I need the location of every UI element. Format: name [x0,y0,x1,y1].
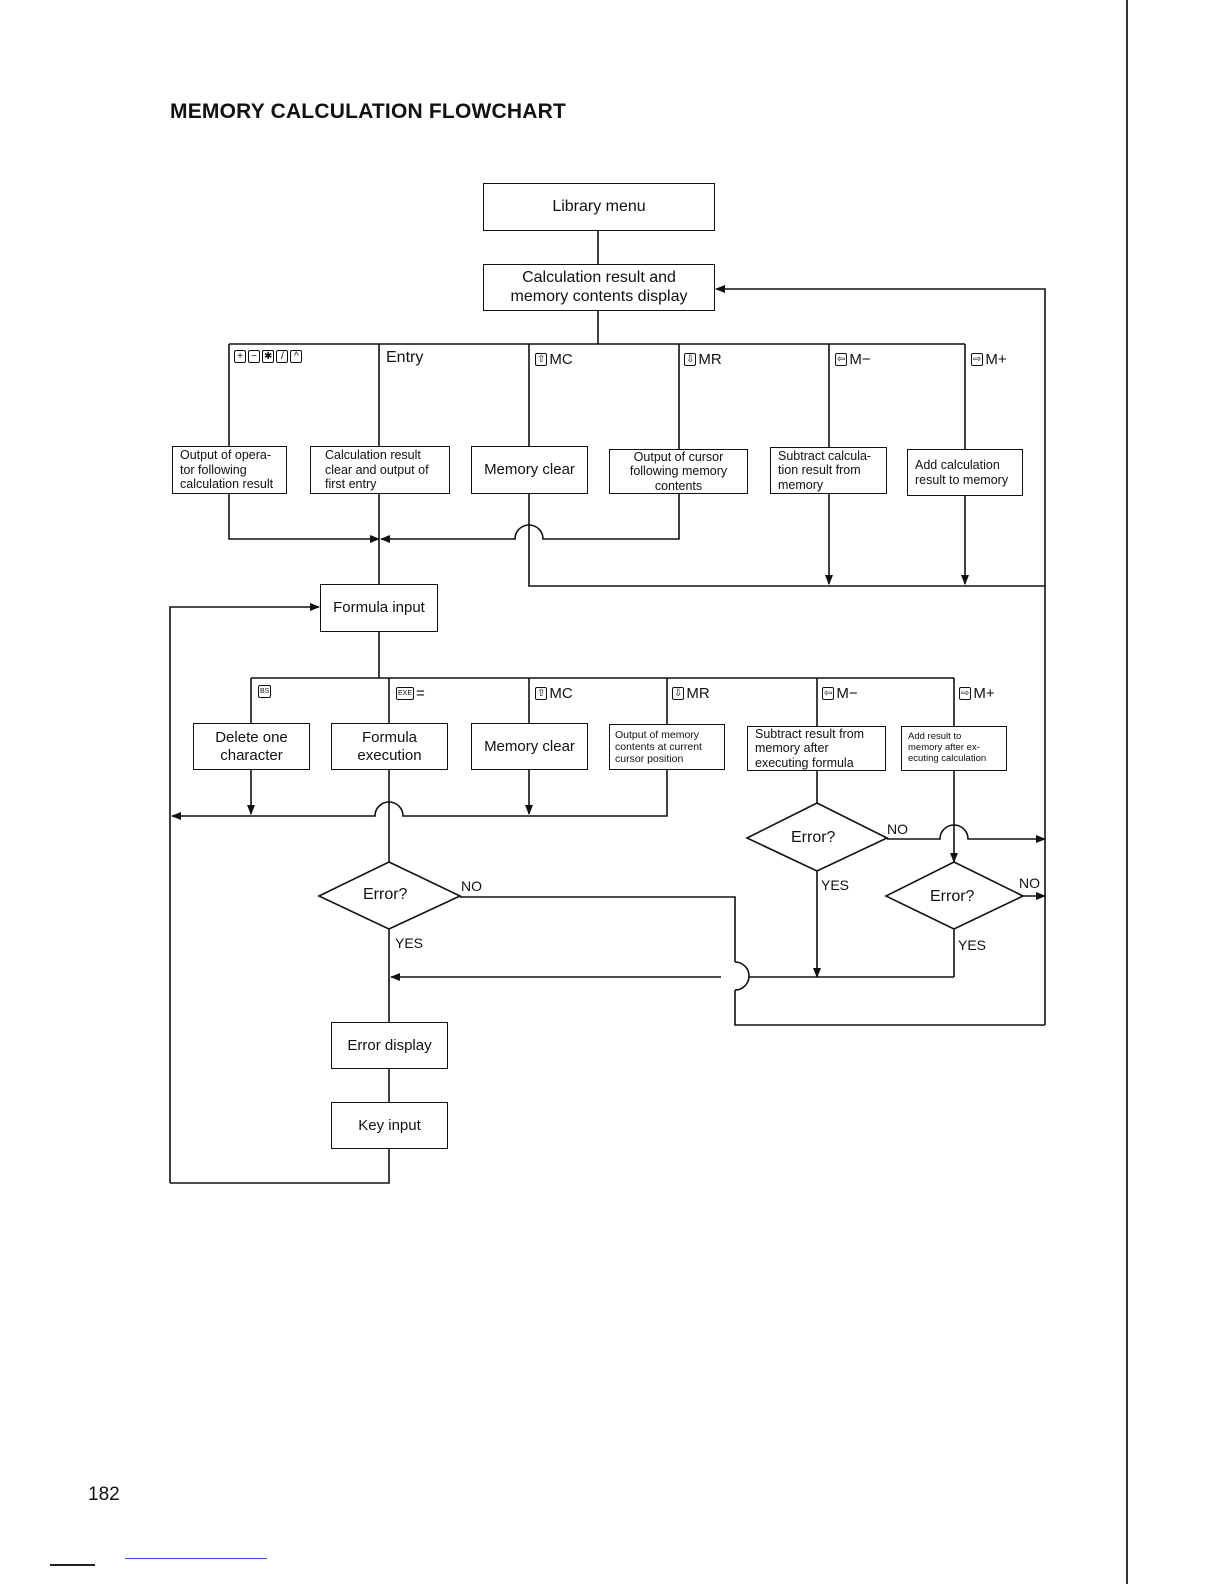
page-edge-line [1126,0,1128,1584]
yes-label-middle: YES [821,877,850,893]
page-number: 182 [88,1484,120,1505]
no-label-middle: NO [887,821,908,837]
mr-label-top: ⇩MR [684,351,722,368]
entry-label: Entry [386,349,424,366]
memory-clear-box-top: Memory clear [471,446,588,494]
page-title: MEMORY CALCULATION FLOWCHART [170,100,566,123]
error-decision-right: Error? [930,888,975,905]
key-input-box: Key input [331,1102,448,1149]
formula-input-box: Formula input [320,584,438,632]
mminus-label-bottom: ⇦M− [822,685,858,702]
exe-label: EXE= [396,685,425,702]
error-display-box: Error display [331,1022,448,1069]
ops-keys-label: +−✱/^ [234,350,303,363]
yes-label-right: YES [958,937,987,953]
mc-label-top: ⇧MC [535,351,573,368]
no-label-right: NO [1019,875,1040,891]
mr-label-bottom: ⇩MR [672,685,710,702]
bottom-rule [125,1558,267,1559]
bs-label: BS [258,685,272,698]
yes-label-left: YES [395,935,424,951]
memory-clear-box-bottom: Memory clear [471,723,588,770]
bottom-dash [50,1564,95,1566]
error-decision-middle: Error? [791,829,836,846]
mminus-label-top: ⇦M− [835,351,871,368]
mplus-label-bottom: ⇨M+ [959,685,995,702]
library-menu-box: Library menu [483,183,715,231]
mplus-label-top: ⇨M+ [971,351,1007,368]
error-decision-left: Error? [363,886,408,903]
no-label-left: NO [461,878,482,894]
mc-label-bottom: ⇧MC [535,685,573,702]
